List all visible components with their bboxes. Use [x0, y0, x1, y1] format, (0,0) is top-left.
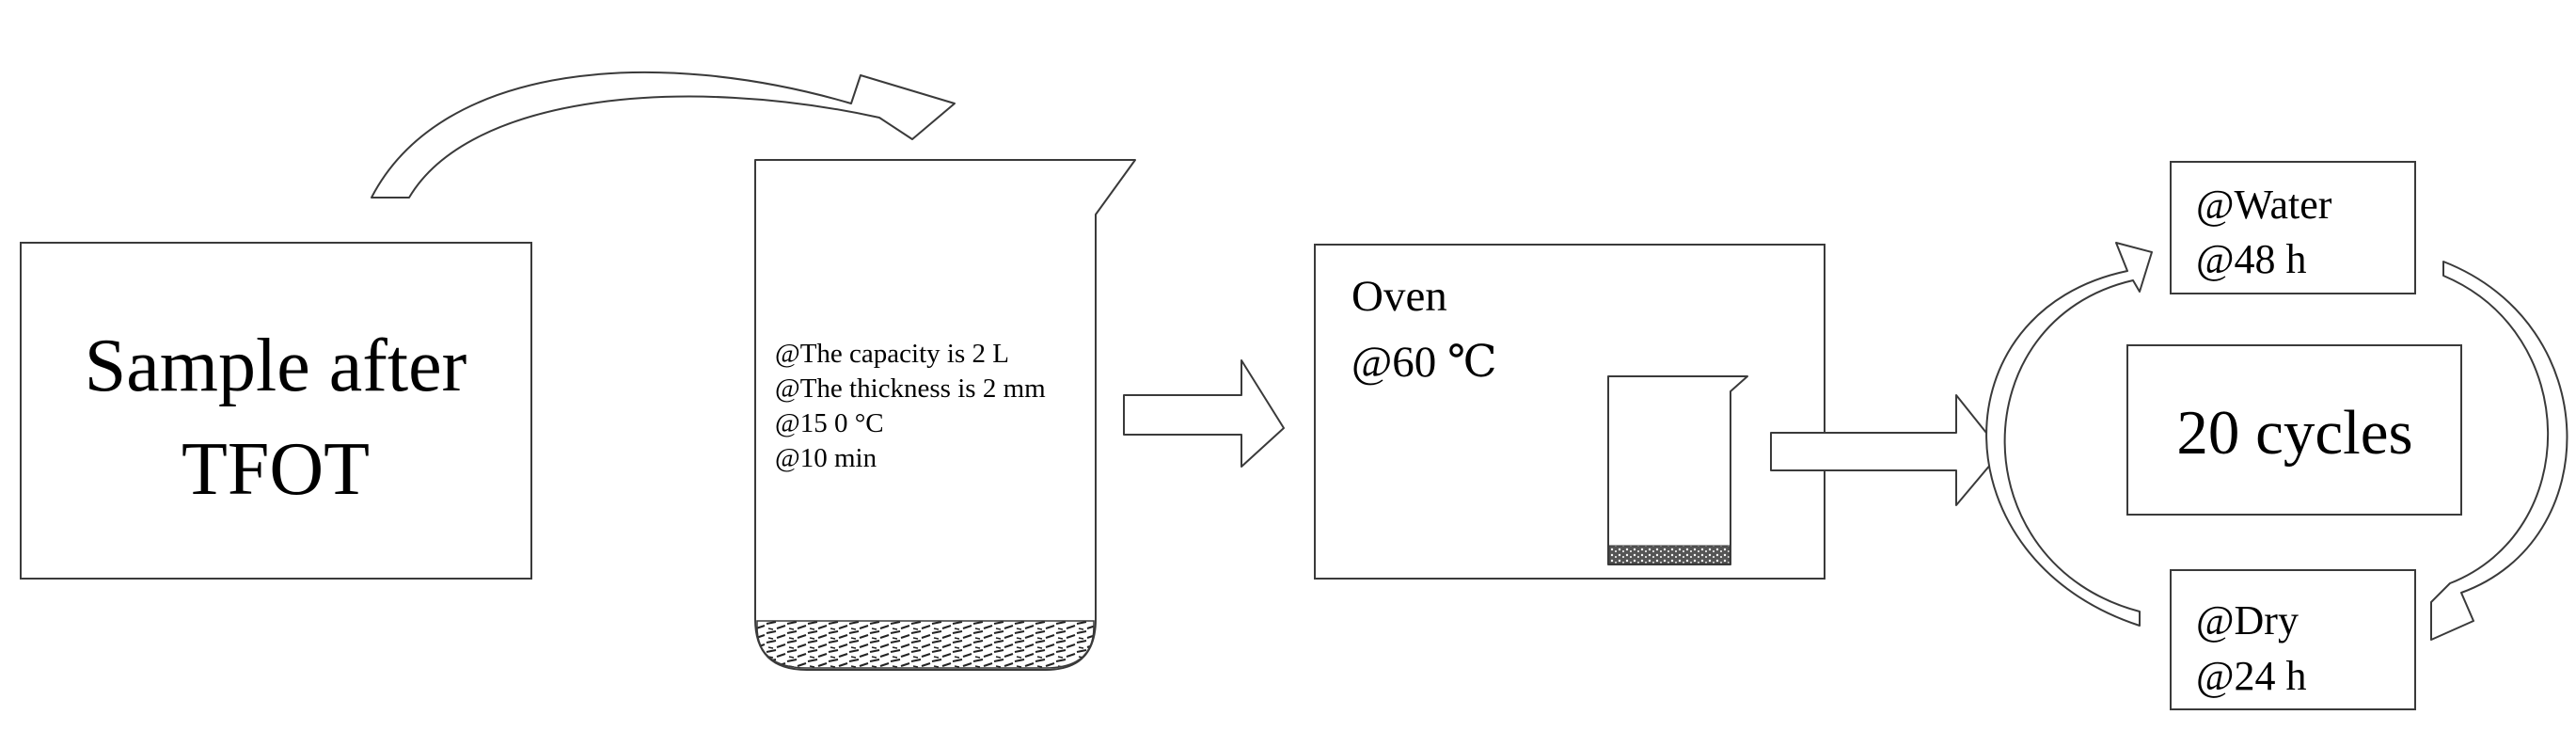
small-beaker [1607, 375, 1748, 565]
cycle-arrow-up-icon [1985, 242, 2153, 627]
dry-box: @Dry @24 h [2170, 569, 2416, 710]
sample-box-line2: TFOT [182, 428, 370, 511]
dry-duration: @24 h [2196, 653, 2307, 699]
right-arrow-icon [1123, 359, 1285, 468]
large-beaker: @The capacity is 2 L @The thickness is 2… [754, 159, 1136, 671]
right-arrow-icon-2 [1770, 394, 2002, 506]
beaker-note-thickness: @The thickness is 2 mm [775, 373, 1046, 404]
sample-box: Sample after TFOT [20, 242, 532, 580]
dry-label: @Dry [2196, 597, 2299, 644]
cycle-arrow-down-icon [2430, 261, 2568, 641]
water-box: @Water @48 h [2170, 161, 2416, 294]
beaker-note-temperature: @15 0 °C [775, 408, 884, 438]
sediment-layer [756, 620, 1095, 669]
oven-title: Oven [1351, 272, 1447, 321]
beaker-note-time: @10 min [775, 443, 877, 473]
cycles-count: 20 cycles [2176, 398, 2412, 468]
sample-box-line1: Sample after [85, 325, 466, 407]
water-duration: @48 h [2196, 236, 2307, 282]
curved-arrow-icon [371, 71, 956, 199]
beaker-note-capacity: @The capacity is 2 L [775, 339, 1009, 369]
cycles-box: 20 cycles [2126, 344, 2462, 516]
oven-temperature: @60 ℃ [1351, 338, 1497, 387]
water-label: @Water [2196, 182, 2332, 228]
oven-box: Oven @60 ℃ [1314, 244, 1825, 580]
